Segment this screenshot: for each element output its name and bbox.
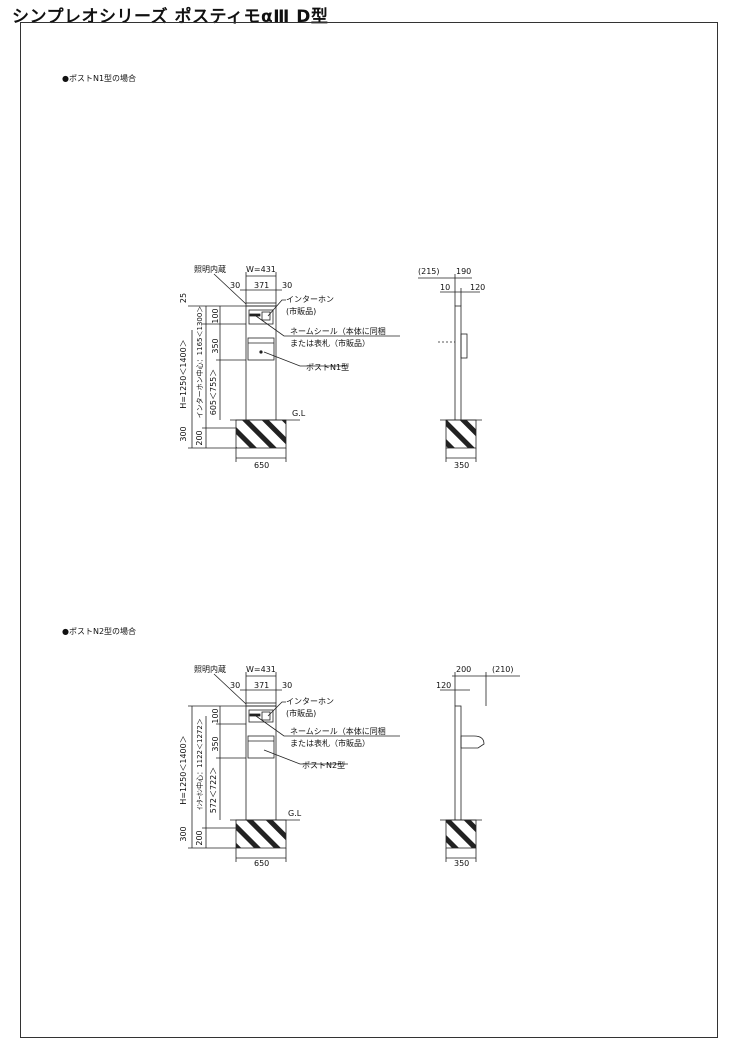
- n2-side-dim-350: 350: [454, 859, 469, 868]
- n2-leader-name: [255, 715, 400, 737]
- n2-dim-100: 100: [211, 708, 220, 723]
- n2-dim-height: H=1250＜1400＞: [179, 735, 188, 804]
- n2-intercom-panel: [248, 709, 274, 723]
- n1-dim-30-left: 30: [230, 281, 240, 290]
- n1-front-view: [188, 272, 400, 462]
- n1-dim-200: 200: [195, 430, 204, 445]
- n2-width-label: W=431: [246, 665, 276, 674]
- n1-side-dim-350: 350: [454, 461, 469, 470]
- n1-post-body: [245, 305, 277, 421]
- n1-width-label: W=431: [246, 265, 276, 274]
- n2-leader-light: [213, 673, 247, 705]
- n1-side-post: [454, 305, 462, 421]
- n2-intercom-label: インターホン: [286, 697, 334, 706]
- n2-dim-30-right: 30: [282, 681, 292, 690]
- n1-dim-650: 650: [254, 461, 269, 470]
- n2-dim-350: 350: [211, 736, 220, 751]
- n2-intercom-sub: (市販品): [286, 708, 316, 718]
- n1-name-plate: [249, 313, 261, 317]
- n2-gl-label: G.L: [288, 809, 302, 818]
- n1-side-dim-190: 190: [456, 267, 471, 276]
- n2-name-plate-label: または表札（市販品）: [290, 738, 370, 748]
- n2-dim-650: 650: [254, 859, 269, 868]
- n1-side-view: [418, 274, 482, 462]
- n2-side-post: [454, 705, 462, 821]
- n2-name-seal-label: ネームシール（本体に同梱: [290, 726, 386, 736]
- section-heading-n1: ●ポストN1型の場合: [62, 74, 137, 83]
- n2-side-text: 200 (210) 120 350: [436, 665, 514, 868]
- n1-dim-height: H=1250＜1400＞: [179, 339, 188, 408]
- n1-post-label: ポストN1型: [306, 363, 349, 372]
- n2-dim-200: 200: [195, 830, 204, 845]
- n2-leader-intercom: [267, 701, 286, 717]
- n1-dim-25: 25: [179, 293, 188, 303]
- n1-intercom-sub: (市販品): [286, 306, 316, 316]
- n1-dim-intercom-center: インターホン中心：1165＜1300＞: [195, 306, 204, 419]
- n1-side-dim-120: 120: [470, 283, 485, 292]
- n2-side-dim-210: (210): [492, 665, 514, 674]
- n1-side-dim-215: (215): [418, 267, 440, 276]
- n2-side-view: [440, 672, 520, 862]
- n2-dim-300: 300: [179, 826, 188, 841]
- n2-intercom-unit: [261, 711, 271, 721]
- section-heading-n2: ●ポストN2型の場合: [62, 627, 137, 636]
- n1-dim-350: 350: [211, 338, 220, 353]
- n2-side-dim-200: 200: [456, 665, 471, 674]
- n2-foundation: [235, 819, 287, 849]
- drawing-frame: [20, 22, 718, 1038]
- n2-side-mailbox: [460, 735, 485, 749]
- n1-gl-label: G.L: [292, 409, 306, 418]
- n1-dim-371: 371: [254, 281, 269, 290]
- n1-leader-post: [263, 351, 348, 367]
- n2-mailbox: [247, 735, 275, 759]
- n2-side-foundation: [445, 819, 477, 849]
- n1-name-seal-label: ネームシール（本体に同梱: [290, 326, 386, 336]
- n1-leader-name: [255, 315, 400, 337]
- n1-leader-light: [213, 273, 247, 305]
- n2-dim-572: 572＜722＞: [209, 767, 218, 814]
- n2-dim-intercom-center: ｲﾝﾀｰﾎﾝ中心：1122＜1272＞: [195, 718, 204, 810]
- n1-dim-100: 100: [211, 308, 220, 323]
- n1-dim-605: 605＜755＞: [209, 369, 218, 416]
- n1-mailbox-lock: [259, 350, 263, 354]
- n1-side-foundation: [445, 419, 477, 449]
- n1-mailbox: [247, 337, 275, 361]
- n2-name-plate: [249, 713, 261, 717]
- n1-leader-intercom: [267, 299, 286, 317]
- n2-dim-30-left: 30: [230, 681, 240, 690]
- n2-post-body: [245, 705, 277, 821]
- n1-intercom-unit: [261, 311, 271, 321]
- n1-side-dim-10: 10: [440, 283, 450, 292]
- n1-front-text: 照明内蔵 W=431 30 371 30 インターホン (市販品) ネームシール…: [179, 264, 386, 470]
- n1-dim-30-right: 30: [282, 281, 292, 290]
- n1-name-plate-label: または表札（市販品）: [290, 338, 370, 348]
- n1-side-mailbox: [460, 333, 468, 359]
- n2-front-view: [188, 672, 400, 862]
- n2-top-cap: [245, 702, 277, 707]
- n1-intercom-panel: [248, 309, 274, 325]
- n1-foundation: [235, 419, 287, 449]
- n1-dim-300: 300: [179, 426, 188, 441]
- n2-dim-371: 371: [254, 681, 269, 690]
- n1-intercom-label: インターホン: [286, 295, 334, 304]
- n1-side-text: (215) 190 10 120 350: [418, 267, 485, 470]
- n2-front-text: 照明内蔵 W=431 30 371 30 インターホン (市販品) ネームシール…: [179, 664, 386, 868]
- n2-light-label: 照明内蔵: [194, 664, 226, 674]
- n2-post-label: ポストN2型: [302, 761, 345, 770]
- n1-top-cap: [245, 302, 277, 307]
- n2-leader-post: [263, 749, 348, 765]
- n2-side-dim-120: 120: [436, 681, 451, 690]
- n1-light-label: 照明内蔵: [194, 264, 226, 274]
